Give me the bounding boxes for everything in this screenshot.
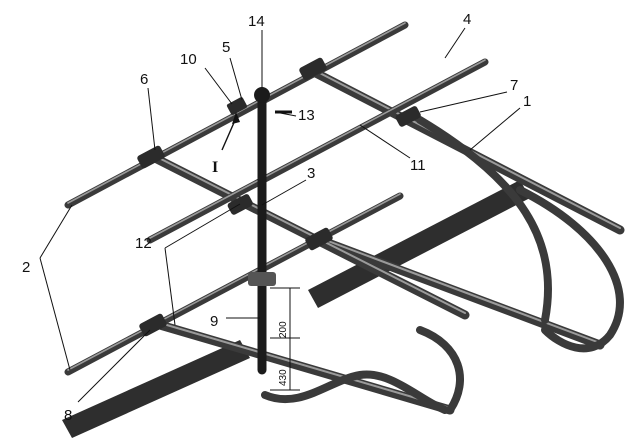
callout-3: 3: [307, 165, 315, 182]
callout-2: 2: [22, 259, 30, 276]
callout-6: 6: [140, 71, 148, 88]
clamps: [137, 57, 421, 337]
callout-14: 14: [248, 13, 265, 30]
mast-clamp: [248, 272, 276, 286]
leader-lines: [39, 27, 521, 403]
callout-9: 9: [210, 313, 218, 330]
section-arrow-head: [232, 112, 240, 124]
callout-1: 1: [523, 93, 531, 110]
callout-4: 4: [463, 11, 471, 28]
dimension-430: 430: [278, 369, 289, 386]
callout-10: 10: [180, 51, 197, 68]
callout-13: 13: [298, 107, 315, 124]
callout-12: 12: [135, 235, 152, 252]
dimension-lines: [270, 287, 300, 391]
mast-top-cap: [254, 87, 270, 103]
ground-beam-right: [308, 180, 530, 308]
callout-8: 8: [64, 407, 72, 424]
elements: [64, 21, 489, 376]
callout-5: 5: [222, 39, 230, 56]
callout-7: 7: [510, 77, 518, 94]
u-supports: [261, 116, 624, 414]
callout-11: 11: [410, 157, 426, 174]
dimension-200: 200: [278, 321, 289, 338]
section-mark: I: [212, 159, 218, 176]
ground-beam-left: [62, 340, 250, 438]
